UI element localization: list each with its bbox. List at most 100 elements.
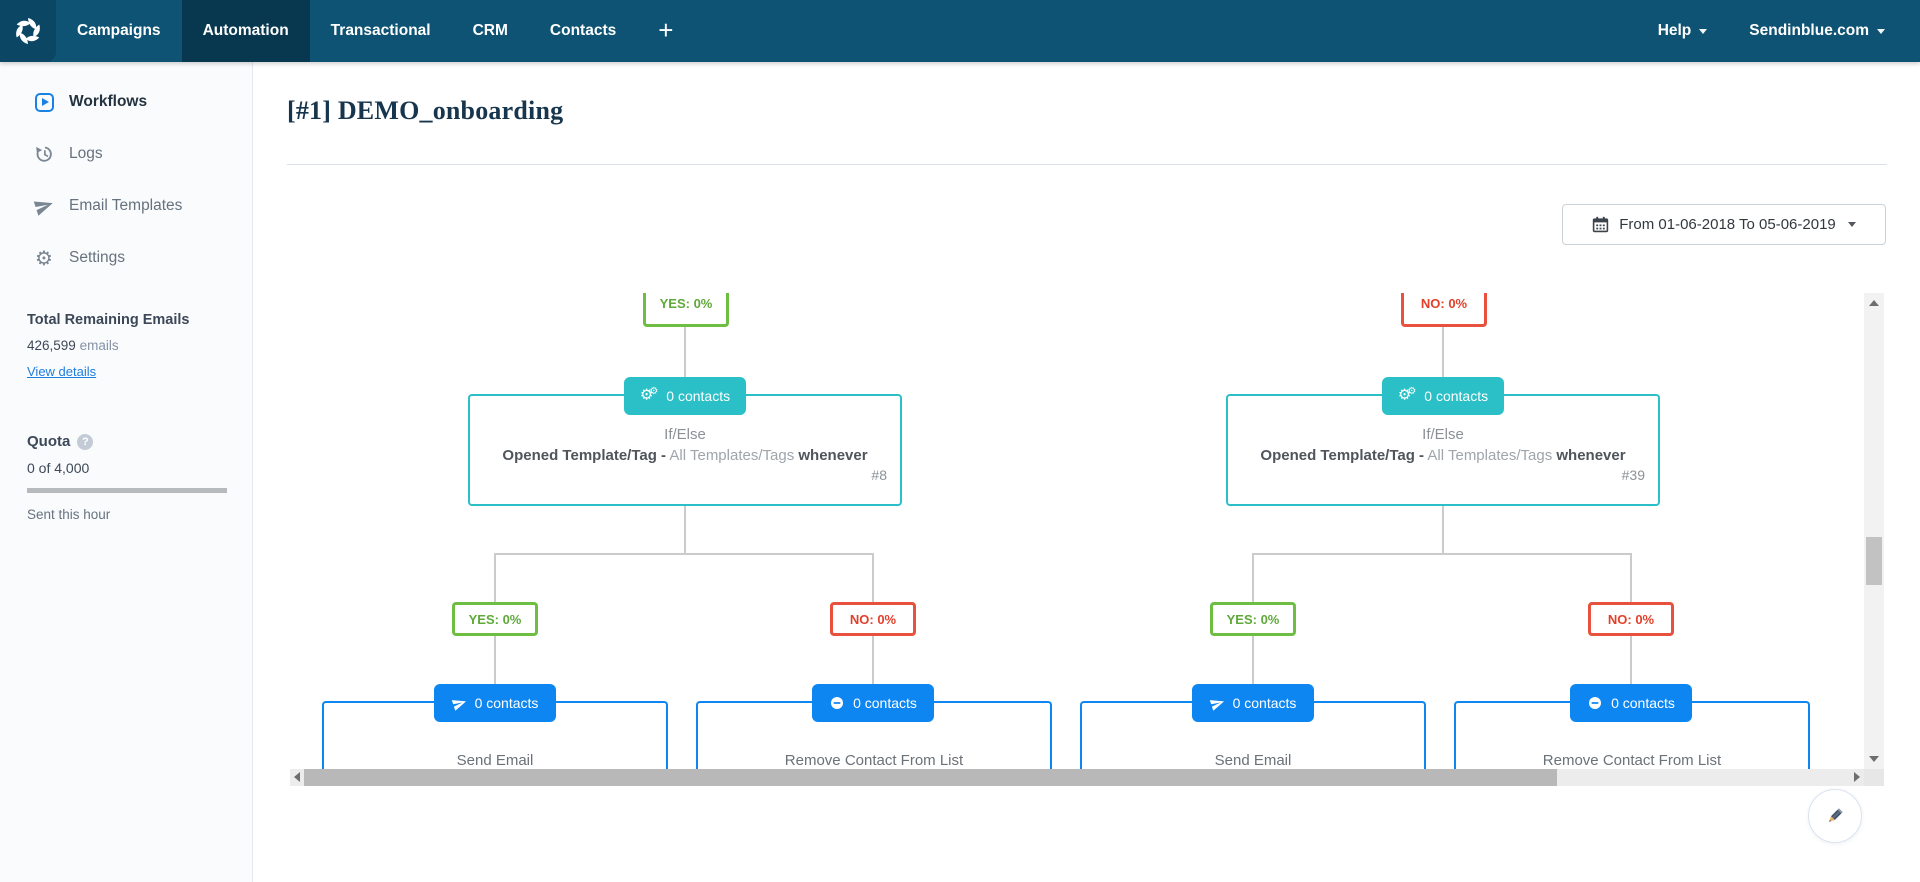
send-email-contacts-badge[interactable]: 0 contacts bbox=[1192, 684, 1314, 722]
pencil-icon bbox=[1823, 804, 1847, 828]
connector-line bbox=[494, 636, 496, 684]
sidebar-item-email-templates[interactable]: Email Templates bbox=[0, 180, 252, 232]
horizontal-scrollbar[interactable] bbox=[290, 769, 1864, 786]
sendinblue-logo[interactable] bbox=[0, 0, 56, 62]
workflow-canvas[interactable]: YES: 0% ⚙⚙ 0 contacts If/Else Opened Tem… bbox=[290, 293, 1864, 769]
chevron-down-icon bbox=[1877, 29, 1885, 34]
branch-no-label: NO: 0% bbox=[1401, 293, 1487, 327]
connector-line bbox=[494, 553, 874, 555]
node-condition-text: Opened Template/Tag - All Templates/Tags… bbox=[1228, 447, 1658, 464]
nav-tab-crm[interactable]: CRM bbox=[452, 0, 529, 62]
cogs-icon: ⚙⚙ bbox=[640, 387, 658, 403]
sidebar-item-settings[interactable]: ⚙ Settings bbox=[0, 232, 252, 284]
no-branch-label: NO: 0% bbox=[1588, 602, 1674, 636]
remaining-emails-unit: emails bbox=[80, 338, 119, 353]
quota-progress-bar bbox=[27, 488, 227, 493]
condition-contacts-badge[interactable]: ⚙⚙ 0 contacts bbox=[624, 377, 746, 415]
connector-line bbox=[872, 636, 874, 684]
nav-tab-automation[interactable]: Automation bbox=[182, 0, 310, 62]
quota-value: 0 of 4,000 bbox=[27, 460, 228, 476]
account-menu[interactable]: Sendinblue.com bbox=[1728, 0, 1906, 62]
scroll-right-arrow-icon[interactable] bbox=[1854, 772, 1860, 782]
paper-plane-icon bbox=[450, 694, 469, 713]
help-menu[interactable]: Help bbox=[1637, 0, 1729, 62]
connector-line bbox=[872, 553, 874, 602]
vertical-scrollbar-thumb[interactable] bbox=[1866, 537, 1882, 585]
sidebar-item-label: Email Templates bbox=[69, 197, 182, 215]
title-divider bbox=[287, 164, 1887, 165]
chevron-down-icon bbox=[1699, 29, 1707, 34]
connector-line bbox=[1630, 553, 1632, 602]
connector-line bbox=[1630, 636, 1632, 684]
sidebar-item-label: Settings bbox=[69, 249, 125, 267]
sidebar-item-label: Logs bbox=[69, 145, 103, 163]
scrollbar-corner bbox=[1864, 769, 1884, 786]
history-icon bbox=[33, 143, 55, 165]
remaining-emails-title: Total Remaining Emails bbox=[27, 312, 228, 328]
yes-branch-label: YES: 0% bbox=[1210, 602, 1296, 636]
minus-circle-icon bbox=[829, 695, 845, 711]
horizontal-scrollbar-thumb[interactable] bbox=[304, 769, 1557, 786]
workflow-branch-right: NO: 0% ⚙⚙ 0 contacts If/Else Opened Temp… bbox=[1058, 293, 1828, 769]
sidebar-item-label: Workflows bbox=[69, 93, 147, 111]
node-id: #39 bbox=[1228, 467, 1658, 483]
node-type-label: If/Else bbox=[1228, 426, 1658, 443]
contacts-count: 0 contacts bbox=[853, 695, 917, 711]
workflow-branch-left: YES: 0% ⚙⚙ 0 contacts If/Else Opened Tem… bbox=[300, 293, 1070, 769]
contacts-count: 0 contacts bbox=[1611, 695, 1675, 711]
nav-right: Help Sendinblue.com bbox=[1637, 0, 1920, 62]
nav-tab-campaigns[interactable]: Campaigns bbox=[56, 0, 182, 62]
nav-tab-contacts[interactable]: Contacts bbox=[529, 0, 637, 62]
sidebar-stats: Total Remaining Emails 426,599 emails Vi… bbox=[0, 312, 252, 522]
contacts-count: 0 contacts bbox=[475, 695, 539, 711]
vertical-scrollbar[interactable] bbox=[1864, 293, 1884, 769]
contacts-count: 0 contacts bbox=[1424, 388, 1488, 404]
yes-branch-label: YES: 0% bbox=[452, 602, 538, 636]
node-type-label: If/Else bbox=[470, 426, 900, 443]
sidebar-item-logs[interactable]: Logs bbox=[0, 128, 252, 180]
connector-line bbox=[1252, 553, 1632, 555]
node-id: #8 bbox=[470, 467, 900, 483]
calendar-icon bbox=[1592, 216, 1609, 233]
quota-caption: Sent this hour bbox=[27, 507, 228, 522]
remove-contact-contacts-badge[interactable]: 0 contacts bbox=[812, 684, 934, 722]
no-branch-label: NO: 0% bbox=[830, 602, 916, 636]
date-range-label: From 01-06-2018 To 05-06-2019 bbox=[1619, 216, 1836, 233]
quota-label: Quota bbox=[27, 433, 70, 450]
sidebar-item-workflows[interactable]: Workflows bbox=[0, 76, 252, 128]
quota-title: Quota ? bbox=[27, 433, 228, 450]
scroll-left-arrow-icon[interactable] bbox=[294, 772, 300, 782]
connector-line bbox=[684, 506, 686, 553]
contacts-count: 0 contacts bbox=[1233, 695, 1297, 711]
nav-tab-transactional[interactable]: Transactional bbox=[310, 0, 452, 62]
cogs-icon: ⚙⚙ bbox=[1398, 387, 1416, 403]
node-condition-text: Opened Template/Tag - All Templates/Tags… bbox=[470, 447, 900, 464]
send-email-contacts-badge[interactable]: 0 contacts bbox=[434, 684, 556, 722]
branch-yes-label: YES: 0% bbox=[643, 293, 729, 327]
paper-plane-icon bbox=[1208, 694, 1227, 713]
sendinblue-swirl-icon bbox=[10, 13, 46, 49]
gear-icon: ⚙ bbox=[33, 247, 55, 269]
connector-line bbox=[684, 327, 686, 377]
connector-line bbox=[494, 553, 496, 602]
paper-plane-icon bbox=[33, 195, 55, 217]
primary-nav: Campaigns Automation Transactional CRM C… bbox=[56, 0, 694, 62]
minus-circle-icon bbox=[1587, 695, 1603, 711]
add-app-button[interactable]: + bbox=[637, 0, 694, 62]
top-nav: Campaigns Automation Transactional CRM C… bbox=[0, 0, 1920, 62]
view-details-link[interactable]: View details bbox=[27, 364, 96, 379]
date-range-filter[interactable]: From 01-06-2018 To 05-06-2019 bbox=[1562, 204, 1886, 245]
page-title: [#1] DEMO_onboarding bbox=[287, 96, 563, 126]
connector-line bbox=[1442, 327, 1444, 377]
question-circle-icon[interactable]: ? bbox=[77, 434, 93, 450]
scroll-down-arrow-icon[interactable] bbox=[1869, 756, 1879, 762]
account-label: Sendinblue.com bbox=[1749, 22, 1869, 40]
contacts-count: 0 contacts bbox=[666, 388, 730, 404]
connector-line bbox=[1252, 553, 1254, 602]
scroll-up-arrow-icon[interactable] bbox=[1869, 300, 1879, 306]
remaining-emails-value: 426,599 emails bbox=[27, 338, 228, 353]
connector-line bbox=[1252, 636, 1254, 684]
edit-workflow-button[interactable] bbox=[1808, 789, 1862, 843]
remove-contact-contacts-badge[interactable]: 0 contacts bbox=[1570, 684, 1692, 722]
condition-contacts-badge[interactable]: ⚙⚙ 0 contacts bbox=[1382, 377, 1504, 415]
